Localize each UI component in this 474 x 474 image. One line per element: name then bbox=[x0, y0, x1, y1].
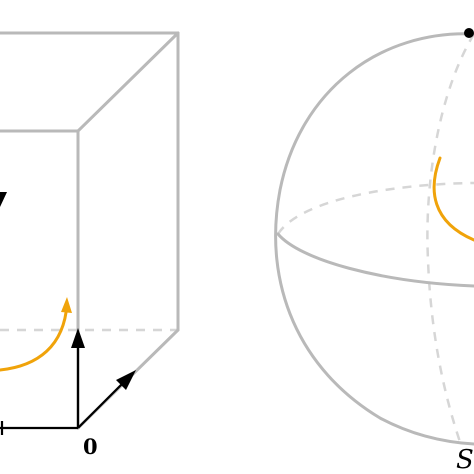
axis-diagonal-arrowhead bbox=[116, 370, 136, 390]
box-trajectory-arrowhead bbox=[61, 297, 72, 313]
origin-label: 0 bbox=[83, 434, 98, 459]
sphere-north-pole-point bbox=[464, 28, 474, 38]
box-top-diagonal-edge bbox=[76, 31, 180, 133]
box-trajectory bbox=[0, 302, 69, 372]
axis-diagonal bbox=[77, 379, 127, 429]
sphere-label: S bbox=[456, 445, 474, 474]
sphere-diagram: S bbox=[274, 28, 474, 474]
sphere-trajectory bbox=[432, 156, 474, 242]
box-edge-mark bbox=[0, 192, 7, 207]
sphere-equator-back bbox=[276, 181, 474, 235]
box-diagram: 0 bbox=[0, 31, 180, 459]
axis-vertical-arrowhead bbox=[71, 328, 85, 348]
sphere-equator-front bbox=[276, 232, 474, 288]
sphere-outline bbox=[274, 32, 474, 446]
